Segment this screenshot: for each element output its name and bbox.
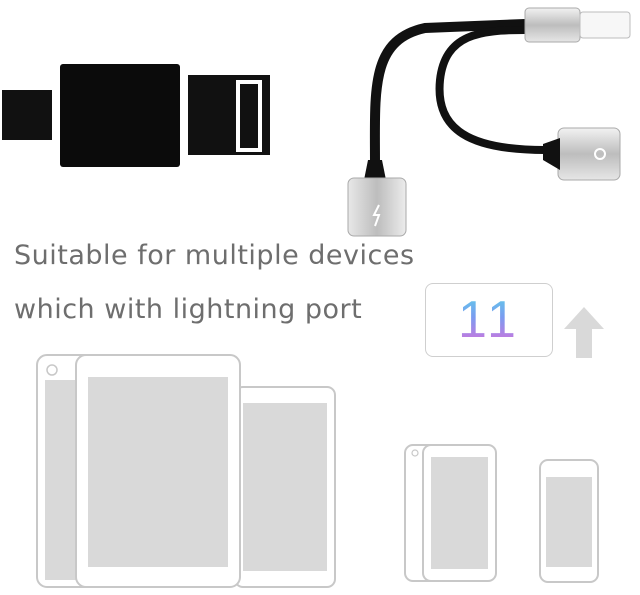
cable-strain-relief-right [543, 138, 560, 170]
iphone-outline [422, 444, 497, 582]
headphone-port [594, 148, 606, 160]
splitter-cable-illustration [347, 7, 631, 237]
connector-tip [2, 90, 52, 140]
connector-body [60, 64, 180, 167]
cable-branch [435, 26, 549, 154]
devices-illustration [36, 354, 599, 588]
ipad-pro-outline [75, 354, 241, 588]
camera-icon [411, 449, 419, 457]
camera-icon [46, 364, 58, 376]
arrow-up-icon [564, 307, 604, 358]
cable-main [369, 19, 530, 170]
black-connector-illustration [2, 64, 270, 167]
iphone-se-outline [539, 459, 599, 583]
ios-version-number: 11 [458, 291, 520, 349]
cable-strain-relief-bottom [364, 160, 386, 180]
ipad-air-outline [234, 386, 336, 588]
caption-line-2: which with lightning port [14, 294, 363, 325]
lightning-bolt-icon [372, 204, 381, 227]
lightning-plug-tip [579, 11, 631, 39]
ios-version-badge: 11 [425, 283, 553, 357]
connector-port-slot [236, 80, 262, 152]
audio-port-housing [557, 127, 621, 181]
lightning-plug-housing [524, 7, 581, 43]
connector-plug [188, 75, 270, 155]
caption-line-1: Suitable for multiple devices [14, 240, 415, 271]
